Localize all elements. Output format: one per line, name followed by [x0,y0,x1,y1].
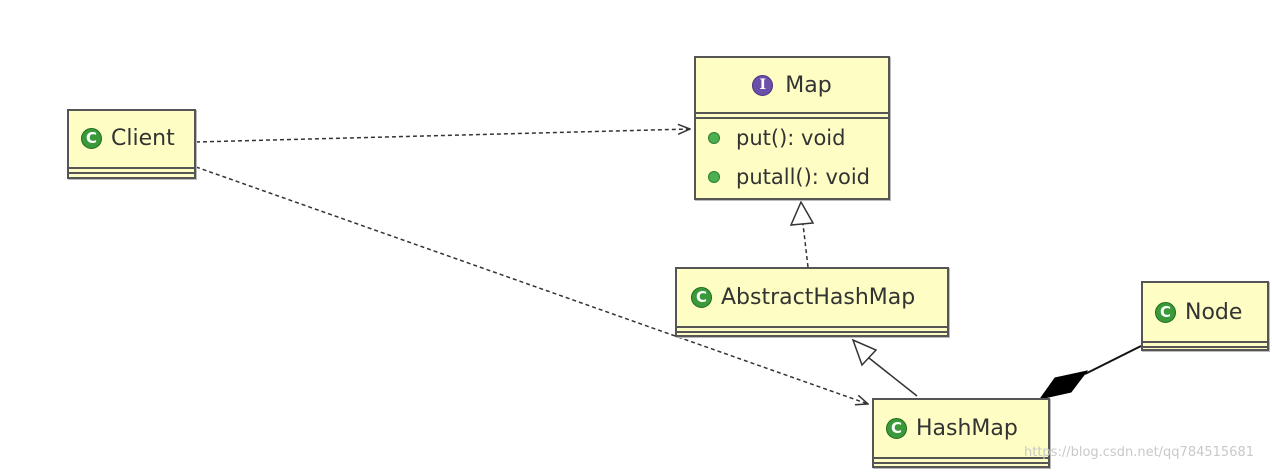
realization-abstracthashmap-to-map [802,223,809,268]
dependency-client-to-map [195,129,690,143]
generalization-arrowhead [851,338,878,367]
interface-map[interactable]: I Map put(): void putall(): void [694,56,890,200]
method-putall: putall(): void [708,165,870,189]
method-put: put(): void [708,126,845,150]
class-abstracthashmap-name: AbstractHashMap [721,284,916,310]
class-icon: C [886,417,907,439]
class-client-name: Client [111,126,175,151]
class-node-name: Node [1185,299,1243,325]
realization-arrowhead [789,200,815,226]
method-put-signature: put(): void [736,126,846,150]
class-abstracthashmap[interactable]: C AbstractHashMap [675,267,949,337]
composition-node-to-hashmap [1084,345,1142,375]
class-hashmap[interactable]: C HashMap [872,398,1050,468]
interface-icon: I [752,74,774,96]
interface-map-name: Map [785,72,832,98]
class-icon: C [81,128,102,149]
generalization-hashmap-to-abstracthashmap [868,357,918,397]
class-hashmap-name: HashMap [916,415,1018,441]
class-icon: C [691,286,712,308]
method-dot-icon [708,171,720,183]
class-client[interactable]: C Client [67,109,196,179]
method-putall-signature: putall(): void [736,165,870,189]
class-node[interactable]: C Node [1141,281,1269,351]
method-dot-icon [708,132,720,144]
watermark-text: https://blog.csdn.net/qq784515681 [1023,445,1254,460]
composition-diamond [1038,370,1089,400]
class-icon: C [1155,301,1176,323]
